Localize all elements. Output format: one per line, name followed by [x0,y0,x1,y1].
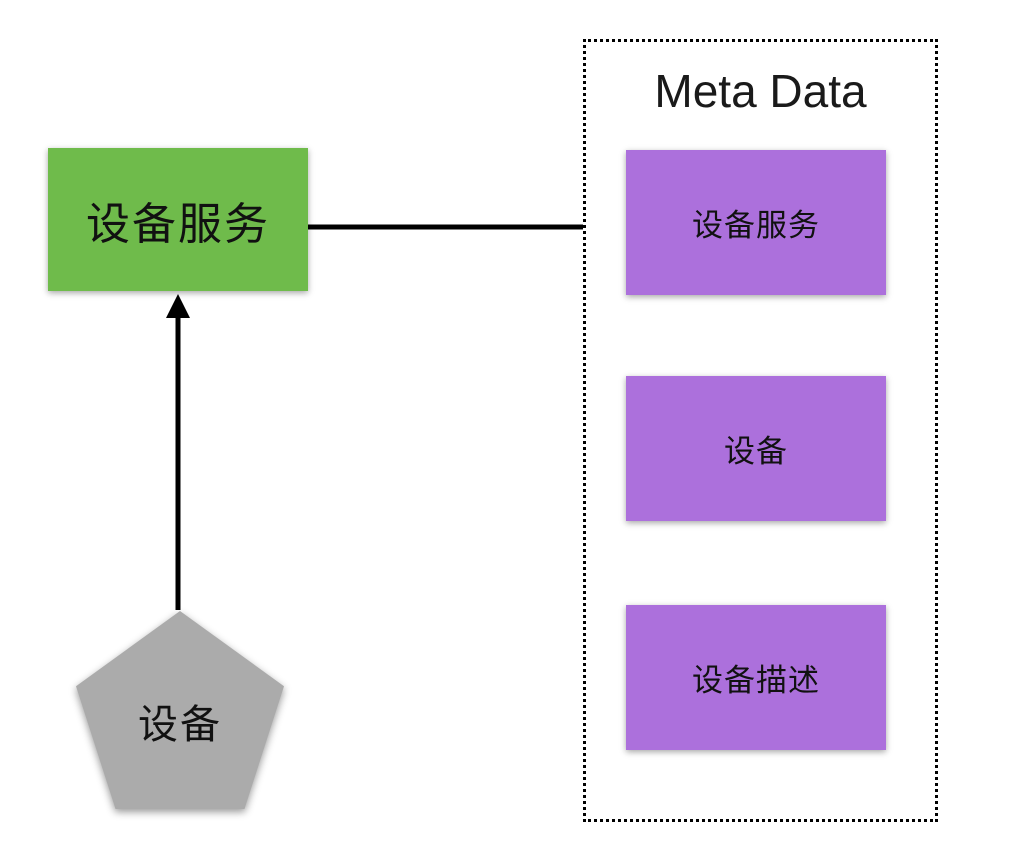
pentagon-shape: 设备 [76,611,284,809]
node-device-service: 设备服务 [48,148,308,291]
node-device-service-label: 设备服务 [86,199,270,249]
meta-item-device-label: 设备 [724,434,788,469]
node-device-pentagon: 设备 [76,611,284,809]
meta-item-device-description-label: 设备描述 [692,663,820,698]
node-device-label: 设备 [138,703,222,747]
meta-panel-title: Meta Data [654,65,867,117]
arrow-service-to-meta-icon [308,215,626,239]
arrow-pentagon-to-service-icon [166,294,190,610]
meta-item-device-service: 设备服务 [626,150,886,295]
meta-item-device-description: 设备描述 [626,605,886,750]
meta-item-device-service-label: 设备服务 [692,208,820,243]
meta-data-panel: Meta Data 设备服务 设备 设备描述 [583,39,938,822]
meta-item-device: 设备 [626,376,886,521]
